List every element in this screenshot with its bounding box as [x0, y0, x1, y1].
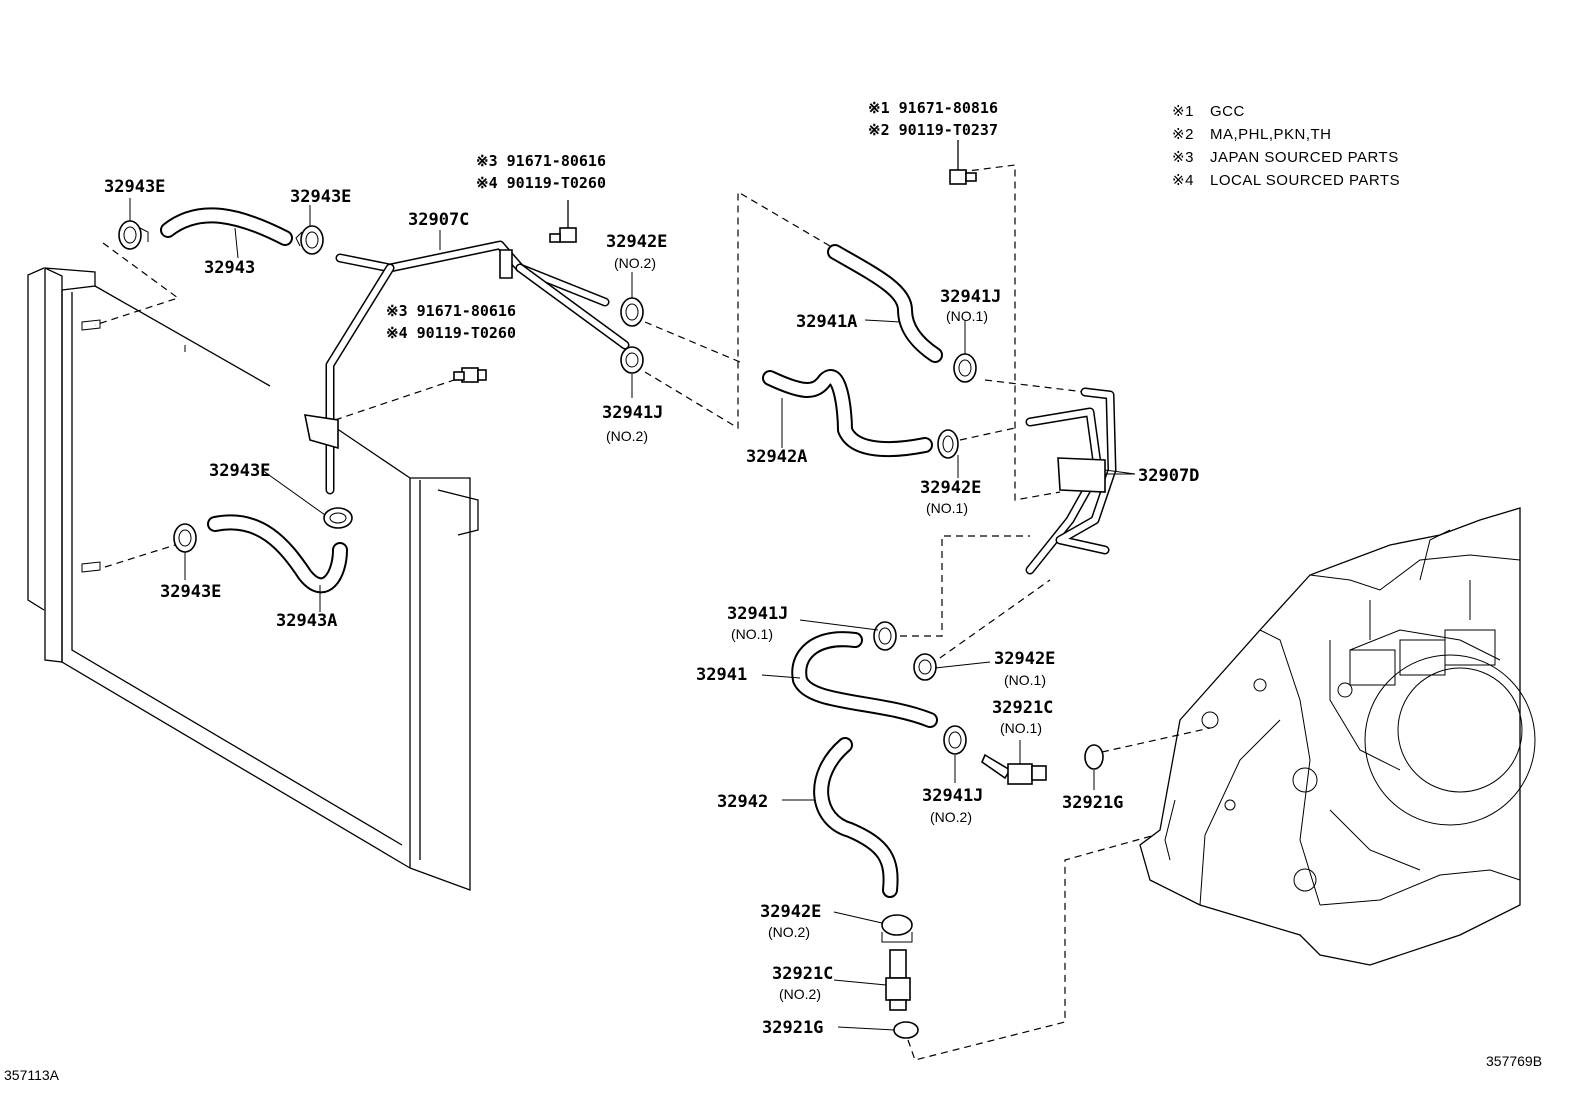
label-32907C: 32907C	[408, 210, 469, 230]
clamp-icon	[873, 621, 897, 651]
bolt-icon	[949, 140, 977, 185]
radiator	[27, 266, 479, 891]
label-32941J: 32941J	[940, 287, 1001, 307]
bolt-ref-mid-left-2: ※4 90119-T0260	[386, 324, 516, 342]
clamp-icon	[173, 523, 197, 553]
leader-lines	[129, 198, 1135, 1031]
note-3: ※3	[1172, 149, 1194, 166]
figure-code-left: 357113A	[4, 1067, 60, 1083]
label-32943E: 32943E	[104, 177, 165, 197]
label-no: (NO.2)	[779, 986, 821, 1002]
label-32921C: 32921C	[772, 964, 833, 984]
figure-code-right: 357769B	[1486, 1053, 1542, 1069]
pipe-32907C	[303, 240, 630, 495]
label-32942E: 32942E	[920, 478, 981, 498]
clamp-icon	[323, 507, 353, 529]
clamp-icon	[295, 225, 324, 255]
fittings	[885, 740, 1104, 1039]
bolt-references: ※3 91671-80616 ※4 90119-T0260 ※3 91671-8…	[386, 99, 998, 342]
bolt-icon	[549, 200, 577, 243]
bolt-ref-top-right-1: ※1 91671-80816	[868, 99, 998, 117]
clamp-icon	[118, 220, 149, 250]
label-no: (NO.2)	[614, 255, 656, 271]
union-32921C-no2	[885, 949, 911, 1011]
bolt-ref-top-center-2: ※4 90119-T0260	[476, 174, 606, 192]
label-no: (NO.1)	[731, 626, 773, 642]
note-4-text: LOCAL SOURCED PARTS	[1210, 172, 1400, 189]
dashed-leaders	[94, 164, 1211, 1061]
bolt-icon	[453, 367, 487, 383]
label-32942E: 32942E	[994, 649, 1055, 669]
label-32941A: 32941A	[796, 312, 857, 332]
label-32921C: 32921C	[992, 698, 1053, 718]
label-32907D: 32907D	[1138, 466, 1199, 486]
label-32943E: 32943E	[209, 461, 270, 481]
gasket-icon	[1084, 744, 1104, 770]
label-no: (NO.1)	[926, 500, 968, 516]
note-1-text: GCC	[1210, 103, 1245, 120]
clamps	[118, 220, 977, 943]
label-32942E: 32942E	[760, 902, 821, 922]
clamp-icon	[953, 353, 977, 383]
clamp-icon	[913, 653, 937, 681]
gasket-icon	[893, 1021, 919, 1039]
label-no: (NO.2)	[930, 809, 972, 825]
label-32942E: 32942E	[606, 232, 667, 252]
label-32943E: 32943E	[160, 582, 221, 602]
label-no: (NO.1)	[1000, 720, 1042, 736]
clamp-icon	[881, 914, 913, 943]
label-no: (NO.1)	[1004, 672, 1046, 688]
part-labels: 32943E 32943E 32943 32907C 32942E (NO.2)…	[104, 177, 1199, 1038]
note-3-text: JAPAN SOURCED PARTS	[1210, 149, 1399, 166]
label-32921G: 32921G	[762, 1018, 823, 1038]
hoses	[160, 207, 943, 898]
bolts	[453, 140, 977, 383]
clamp-icon	[620, 297, 644, 327]
union-32921C-no1	[981, 740, 1047, 785]
label-32941J: 32941J	[727, 604, 788, 624]
label-32941J: 32941J	[602, 403, 663, 423]
pipe-32907D	[1025, 387, 1136, 575]
note-2-text: MA,PHL,PKN,TH	[1210, 126, 1332, 143]
clamp-icon	[620, 346, 644, 374]
label-no: (NO.2)	[606, 428, 648, 444]
bolt-ref-top-right-2: ※2 90119-T0237	[868, 121, 998, 139]
bolt-ref-mid-left-1: ※3 91671-80616	[386, 302, 516, 320]
clamp-icon	[943, 725, 967, 755]
label-no: (NO.2)	[768, 924, 810, 940]
clamp-icon	[937, 429, 959, 459]
note-1: ※1	[1172, 103, 1194, 120]
label-32942: 32942	[717, 792, 768, 812]
label-32942A: 32942A	[746, 447, 807, 467]
label-32943A: 32943A	[276, 611, 337, 631]
label-32941J: 32941J	[922, 786, 983, 806]
note-2: ※2	[1172, 126, 1194, 143]
notes-legend: ※1 GCC ※2 MA,PHL,PKN,TH ※3 JAPAN SOURCED…	[1172, 103, 1400, 189]
bolt-ref-top-center-1: ※3 91671-80616	[476, 152, 606, 170]
label-32921G: 32921G	[1062, 793, 1123, 813]
label-no: (NO.1)	[946, 308, 988, 324]
transaxle-case	[1139, 507, 1536, 966]
note-4: ※4	[1172, 172, 1194, 189]
label-32943: 32943	[204, 258, 255, 278]
label-32943E: 32943E	[290, 187, 351, 207]
label-32941: 32941	[696, 665, 747, 685]
